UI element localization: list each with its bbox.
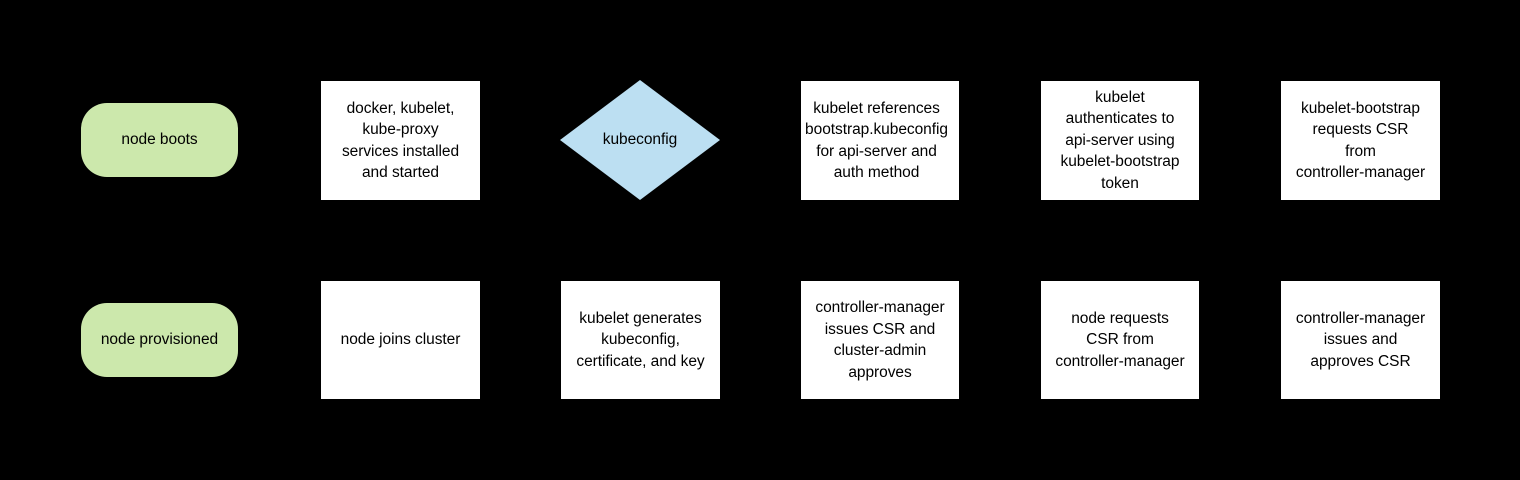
node-bootstrap-requests-csr[interactable]: kubelet-bootstrap requests CSR from cont… (1281, 81, 1440, 200)
node-node-provisioned[interactable]: node provisioned (81, 303, 238, 377)
node-label-kubelet-references-bootstrap: kubelet references bootstrap.kubeconfig … (805, 99, 948, 182)
node-label-node-requests-csr: node requests CSR from controller-manage… (1055, 309, 1185, 370)
node-label-node-joins-cluster: node joins cluster (340, 331, 461, 349)
node-label-node-boots: node boots (121, 131, 198, 149)
node-label-cm-issues-approves-csr: controller-manager issues and approves C… (1295, 309, 1426, 370)
node-cm-issues-approves-csr[interactable]: controller-manager issues and approves C… (1281, 281, 1440, 399)
node-kubelet-authenticates[interactable]: kubelet authenticates to api-server usin… (1041, 81, 1199, 200)
node-label-services-installed: docker, kubelet, kube-proxy services ins… (341, 99, 460, 182)
node-node-boots[interactable]: node boots (81, 103, 238, 177)
node-label-node-provisioned: node provisioned (100, 331, 219, 349)
node-kubelet-references-bootstrap[interactable]: kubelet references bootstrap.kubeconfig … (801, 81, 959, 200)
node-label-kubelet-authenticates: kubelet authenticates to api-server usin… (1060, 88, 1180, 192)
node-kubelet-generates[interactable]: kubelet generates kubeconfig, certificat… (561, 281, 720, 399)
node-node-requests-csr[interactable]: node requests CSR from controller-manage… (1041, 281, 1199, 399)
node-label-cm-issues-csr-admin-approves: controller-manager issues CSR and cluste… (815, 299, 945, 381)
node-kubeconfig-decision[interactable]: kubeconfig (560, 80, 720, 200)
node-node-joins-cluster[interactable]: node joins cluster (321, 281, 480, 399)
node-services-installed[interactable]: docker, kubelet, kube-proxy services ins… (321, 81, 480, 200)
node-label-kubeconfig-decision: kubeconfig (602, 131, 678, 149)
node-cm-issues-csr-admin-approves[interactable]: controller-manager issues CSR and cluste… (801, 281, 959, 399)
node-label-bootstrap-requests-csr: kubelet-bootstrap requests CSR from cont… (1295, 99, 1426, 182)
node-label-kubelet-generates: kubelet generates kubeconfig, certificat… (576, 309, 705, 370)
